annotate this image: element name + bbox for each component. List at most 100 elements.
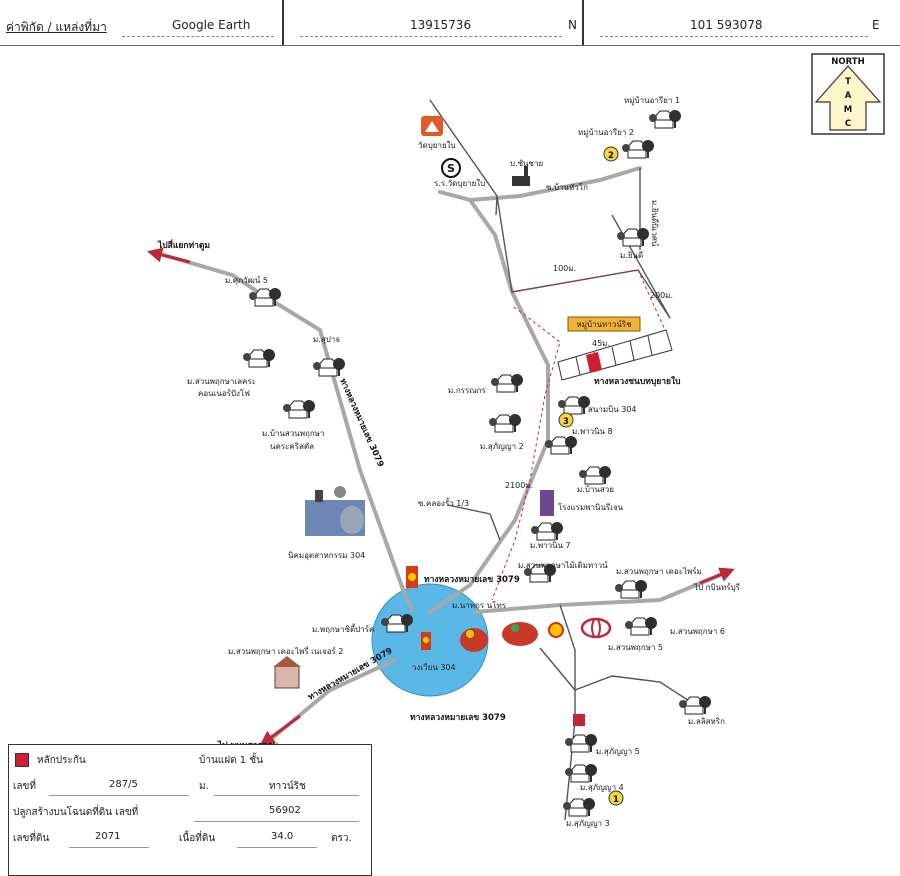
legend-label: หลักประกัน: [37, 755, 86, 766]
label-gardenvilla: ม.สวนพฤกษาไม้เดิมทาวน์: [518, 560, 608, 570]
label-gardensupreme: ม.สวนพฤกษา เดอะไพร์ม: [616, 566, 702, 576]
label-2100m: 2100ม.: [505, 481, 533, 490]
arrow-northwest: [147, 247, 191, 264]
road-east: [473, 571, 727, 614]
subject-label-box: [567, 316, 641, 332]
school-icon: S: [441, 158, 461, 178]
label-to-east: ไป กบินทร์บุรี: [693, 582, 741, 592]
latitude-value: 13915736: [410, 18, 472, 32]
houses: [242, 109, 712, 817]
compass-letter-3: M: [844, 105, 852, 115]
north-compass: NORTH T A M C: [811, 53, 885, 135]
label-hwy3079-south: ทางหลวงหมายเลข 3079: [410, 713, 506, 723]
coord-source-label: ค่าพิกัด / แหล่งที่มา: [6, 20, 107, 34]
longitude-direction: E: [872, 18, 880, 32]
coordinate-header: ค่าพิกัด / แหล่งที่มา Google Earth 13915…: [0, 0, 900, 46]
collateral-legend-swatch: [15, 753, 29, 767]
compass-letter-2: A: [845, 91, 852, 101]
collateral-info-box: หลักประกัน บ้านแฝด 1 ชั้น เลขที่ 287/5 ม…: [8, 744, 372, 876]
svg-text:3: 3: [563, 417, 569, 427]
industrial-estate-icon: [305, 486, 365, 536]
label-rural-road: ทางหลวงชนบทบุยายใบ: [594, 376, 681, 387]
label-to-northwest: ไปสี่แยกท่าตูม: [157, 238, 210, 251]
label-supawat5: ม.ศุภวัฒน์ 5: [225, 275, 268, 285]
moo-value: ทาวน์ริช: [269, 781, 306, 792]
arrow-east: [699, 567, 735, 585]
property-type: บ้านแฝด 1 ชั้น: [199, 755, 263, 766]
house-no-value: 287/5: [109, 779, 138, 790]
label-supaja: ม.สุปาจ: [313, 335, 340, 344]
label-garden5: ม.สวนพฤกษา 5: [608, 643, 663, 652]
label-garden2b: นคระคริสตัล: [270, 442, 314, 451]
label-supanya5: ม.สุภัญญา 5: [596, 747, 640, 756]
svg-text:S: S: [447, 162, 455, 175]
label-school: ร.ร.วัดบุยายใบ: [434, 179, 485, 188]
marker-3: 3: [558, 412, 574, 428]
marker-2: 2: [603, 146, 619, 162]
label-moo-b: ม.ยินดี: [620, 251, 643, 260]
subject-plots: [557, 329, 673, 381]
label-supanya2: ม.สุภัญญา 2: [480, 442, 524, 451]
source-value: Google Earth: [172, 18, 251, 32]
moo-label: ม.: [199, 781, 209, 792]
label-hwy3079-center: ทางหลวงหมายเลข 3079: [424, 575, 520, 585]
longitude-value: 101 593078: [690, 18, 763, 32]
label-circle: วงเวียน 304: [412, 663, 456, 672]
deed-value: 56902: [269, 805, 301, 816]
label-lalisa: ม.ลลิสหริก: [688, 717, 725, 726]
road-north: [428, 190, 550, 614]
label-side-road: ซ.บ้านหัวโก: [546, 182, 588, 192]
svg-text:1: 1: [613, 795, 619, 805]
label-pawin7: ม.พาวนิน 7: [530, 541, 571, 550]
compass-letter-1: T: [845, 77, 851, 87]
label-100m: 100ม.: [553, 264, 576, 273]
area-unit: ตรว.: [331, 833, 352, 844]
label-side-road-2: ซ.คลองรั้ว 1/3: [418, 497, 469, 508]
label-45m: 45ม.: [592, 339, 610, 348]
fuel-station-icon: [548, 622, 564, 638]
land-no-value: 2071: [95, 831, 121, 842]
svg-text:2: 2: [608, 151, 614, 161]
shop-icon: [573, 714, 585, 726]
deed-label: ปลูกสร้างบนโฉนดที่ดิน เลขที่: [13, 807, 139, 818]
label-supanya4: ม.สุภัญญา 4: [580, 783, 624, 792]
label-nathakorn2: ม.นาทกร นโทร: [452, 600, 507, 610]
area-value: 34.0: [271, 831, 294, 842]
label-sanambin: สนามบิน 304: [588, 405, 636, 414]
market-icon: [460, 622, 538, 652]
label-garden2a: ม.บ้านสวนพฤกษา: [262, 429, 324, 438]
toyota-icon: [580, 617, 612, 639]
label-200m: 200ม.: [650, 291, 673, 300]
marker-1: 1: [608, 790, 624, 806]
label-garden1b: คอนเนอร์ปังโฟ: [198, 388, 250, 398]
label-garden1a: ม.สวนพฤกษาเลคระ: [187, 377, 256, 386]
label-banloong: ม.บ้านสวย: [577, 485, 614, 494]
label-village2: หมู่บ้านอารียา 2: [578, 128, 634, 138]
factory-icon: [512, 166, 530, 186]
route-dashed: [491, 269, 666, 601]
arrow-southwest: [259, 714, 301, 746]
land-no-label: เลขที่ดิน: [13, 833, 50, 844]
label-pruksa-cbd: ม.พฤกษาซิตี้ปาร์ค: [312, 623, 374, 634]
latitude-direction: N: [568, 18, 577, 32]
label-hwy3079-north: ทางหลวงหมายเลข 3079: [337, 377, 385, 469]
label-wat: วัดบุยายใบ: [418, 141, 456, 150]
house-no-label: เลขที่: [13, 781, 36, 792]
road-north-east-side: [468, 166, 642, 202]
townhouse-icon: [273, 656, 301, 689]
label-garden6: ม.สวนพฤกษา 6: [670, 627, 725, 636]
area-label: เนื้อที่ดิน: [179, 833, 216, 844]
traffic-light-icon: [406, 566, 431, 650]
label-kornkanok: ม.กรรณกร: [448, 386, 487, 395]
label-factory-top: บ.ซันชาย: [510, 159, 543, 168]
label-moo-a: ม.ยินดีนิเวศน์: [650, 200, 660, 247]
label-village1: หมู่บ้านอารียา 1: [624, 96, 680, 106]
label-garden-supreme2: ม.สวนพฤกษา เดอะไพรี่ เนเจอร์ 2: [228, 645, 343, 656]
hotel-icon: [540, 490, 554, 516]
compass-north-label: NORTH: [831, 57, 864, 67]
road-network: [158, 166, 727, 742]
label-pawin8: ม.พาวนิน 8: [572, 427, 613, 436]
temple-icon: [421, 116, 443, 136]
road-northwest: [158, 252, 414, 612]
